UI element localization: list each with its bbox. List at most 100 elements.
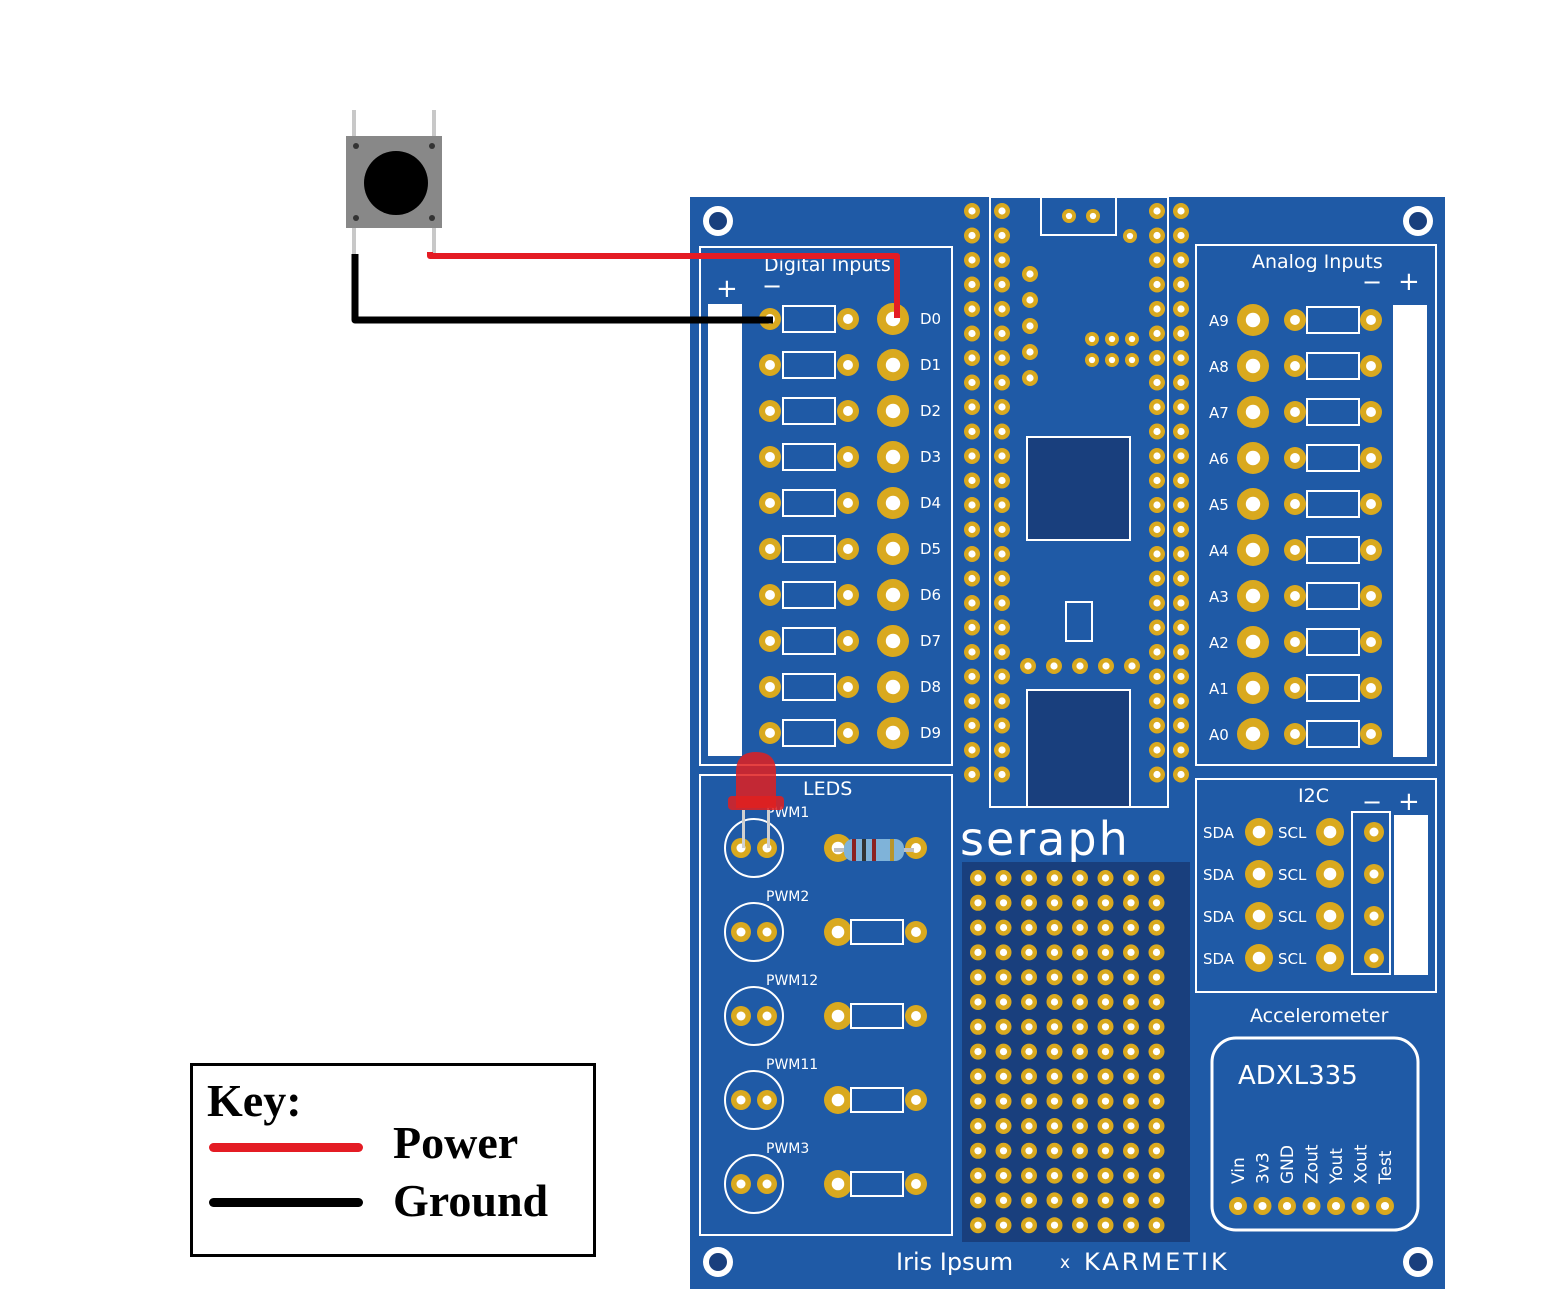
sda-pad bbox=[1245, 944, 1273, 972]
scl-label: SCL bbox=[1278, 950, 1307, 968]
proto-pad bbox=[1072, 1068, 1088, 1085]
digital-pin-label: D1 bbox=[920, 356, 941, 374]
digital-input-row: D9 bbox=[759, 717, 941, 749]
proto-pad bbox=[1097, 894, 1114, 911]
sda-pad bbox=[1245, 818, 1273, 846]
header-pad bbox=[994, 742, 1010, 758]
input-pad bbox=[1237, 672, 1269, 704]
header-pad bbox=[1072, 658, 1088, 674]
header-pad bbox=[964, 693, 980, 709]
proto-pad bbox=[1097, 1142, 1114, 1159]
signal-pad bbox=[837, 630, 859, 652]
header-pad bbox=[1173, 521, 1189, 538]
accelerometer-pin-label: Xout bbox=[1352, 1144, 1372, 1184]
resistor-footprint bbox=[782, 673, 836, 701]
analog-input-row: A8 bbox=[1209, 350, 1382, 382]
input-pad bbox=[1237, 718, 1269, 750]
signal-pad bbox=[1284, 401, 1306, 423]
accelerometer-pad bbox=[1376, 1197, 1394, 1215]
accelerometer-pin-label: Test bbox=[1376, 1150, 1396, 1185]
seraph-logo: seraph bbox=[960, 812, 1130, 866]
proto-pad bbox=[1072, 1217, 1088, 1234]
resistor bbox=[834, 839, 914, 861]
header-pad bbox=[1149, 325, 1165, 342]
key-title: Key: bbox=[207, 1075, 302, 1126]
analog-pin-label: A6 bbox=[1209, 450, 1229, 468]
minus-pad bbox=[759, 584, 781, 606]
footer-x: x bbox=[1060, 1253, 1070, 1273]
signal-pad bbox=[1284, 447, 1306, 469]
input-pad bbox=[877, 671, 909, 703]
plus-pad bbox=[1360, 539, 1382, 561]
resistor-footprint bbox=[782, 351, 836, 379]
resistor-footprint bbox=[850, 1087, 904, 1113]
proto-pad bbox=[1097, 1167, 1114, 1184]
header-pad bbox=[1020, 658, 1036, 674]
ground-key-label: Ground bbox=[393, 1175, 549, 1226]
proto-pad bbox=[1123, 969, 1139, 986]
i2c-plus-label: + bbox=[1398, 787, 1420, 817]
signal-pad bbox=[1284, 723, 1306, 745]
proto-pad bbox=[1097, 870, 1114, 886]
proto-pad bbox=[1046, 894, 1063, 911]
header-pad bbox=[1173, 693, 1189, 709]
input-pad bbox=[1237, 350, 1269, 382]
header-pad bbox=[964, 374, 980, 391]
resistor-footprint bbox=[1306, 398, 1360, 426]
sda-label: SDA bbox=[1203, 824, 1235, 842]
proto-pad bbox=[995, 1043, 1012, 1060]
proto-pad bbox=[1097, 1217, 1114, 1234]
proto-pad bbox=[1021, 994, 1037, 1010]
led-pad bbox=[757, 1174, 777, 1194]
proto-pad bbox=[1123, 870, 1139, 886]
ground-wire bbox=[351, 254, 773, 324]
input-pad bbox=[877, 395, 909, 427]
plus-pad bbox=[1360, 447, 1382, 469]
analog-input-row: A4 bbox=[1209, 534, 1382, 566]
plus-pad bbox=[1360, 355, 1382, 377]
header-pad bbox=[964, 227, 980, 244]
pwm-label: PWM3 bbox=[766, 1141, 809, 1157]
header-pad bbox=[964, 570, 980, 587]
proto-pad bbox=[995, 870, 1012, 886]
proto-pad bbox=[995, 944, 1012, 961]
accelerometer-title: Accelerometer bbox=[1250, 1005, 1389, 1027]
accelerometer-pin: Vin bbox=[1229, 1157, 1249, 1215]
resistor-footprint bbox=[782, 489, 836, 517]
led-pad bbox=[731, 1174, 751, 1194]
header-pad bbox=[1149, 570, 1165, 587]
accelerometer-pad bbox=[1253, 1197, 1272, 1215]
scl-pad bbox=[1316, 902, 1344, 930]
header-pad bbox=[1149, 595, 1165, 611]
header-pad bbox=[994, 399, 1010, 415]
signal-pad bbox=[837, 584, 859, 606]
header-pad bbox=[1149, 399, 1165, 415]
key-legend: Key: Power Ground bbox=[190, 1063, 596, 1257]
digital-input-row: D5 bbox=[759, 533, 941, 565]
header-pad bbox=[1022, 344, 1038, 360]
proto-pad bbox=[1021, 894, 1037, 911]
minus-pad bbox=[759, 446, 781, 468]
proto-pad bbox=[1148, 894, 1165, 911]
scl-pad bbox=[1316, 944, 1344, 972]
accelerometer-pad bbox=[1327, 1197, 1345, 1215]
proto-pad bbox=[1021, 1093, 1037, 1110]
proto-pad bbox=[1046, 1018, 1063, 1035]
input-pad bbox=[877, 441, 909, 473]
header-pad bbox=[994, 668, 1010, 685]
proto-pad bbox=[1123, 1043, 1139, 1060]
header-pad bbox=[1173, 717, 1189, 734]
header-pad bbox=[1022, 318, 1038, 334]
accelerometer-pin: Test bbox=[1376, 1150, 1396, 1215]
analog-pin-label: A1 bbox=[1209, 680, 1229, 698]
header-pad bbox=[994, 325, 1010, 342]
proto-pad bbox=[1123, 919, 1139, 936]
i2c-power-pad bbox=[1364, 822, 1384, 842]
minus-pad bbox=[759, 400, 781, 422]
i2c-minus-label: − bbox=[1362, 788, 1382, 816]
i2c-title: I2C bbox=[1298, 785, 1329, 807]
